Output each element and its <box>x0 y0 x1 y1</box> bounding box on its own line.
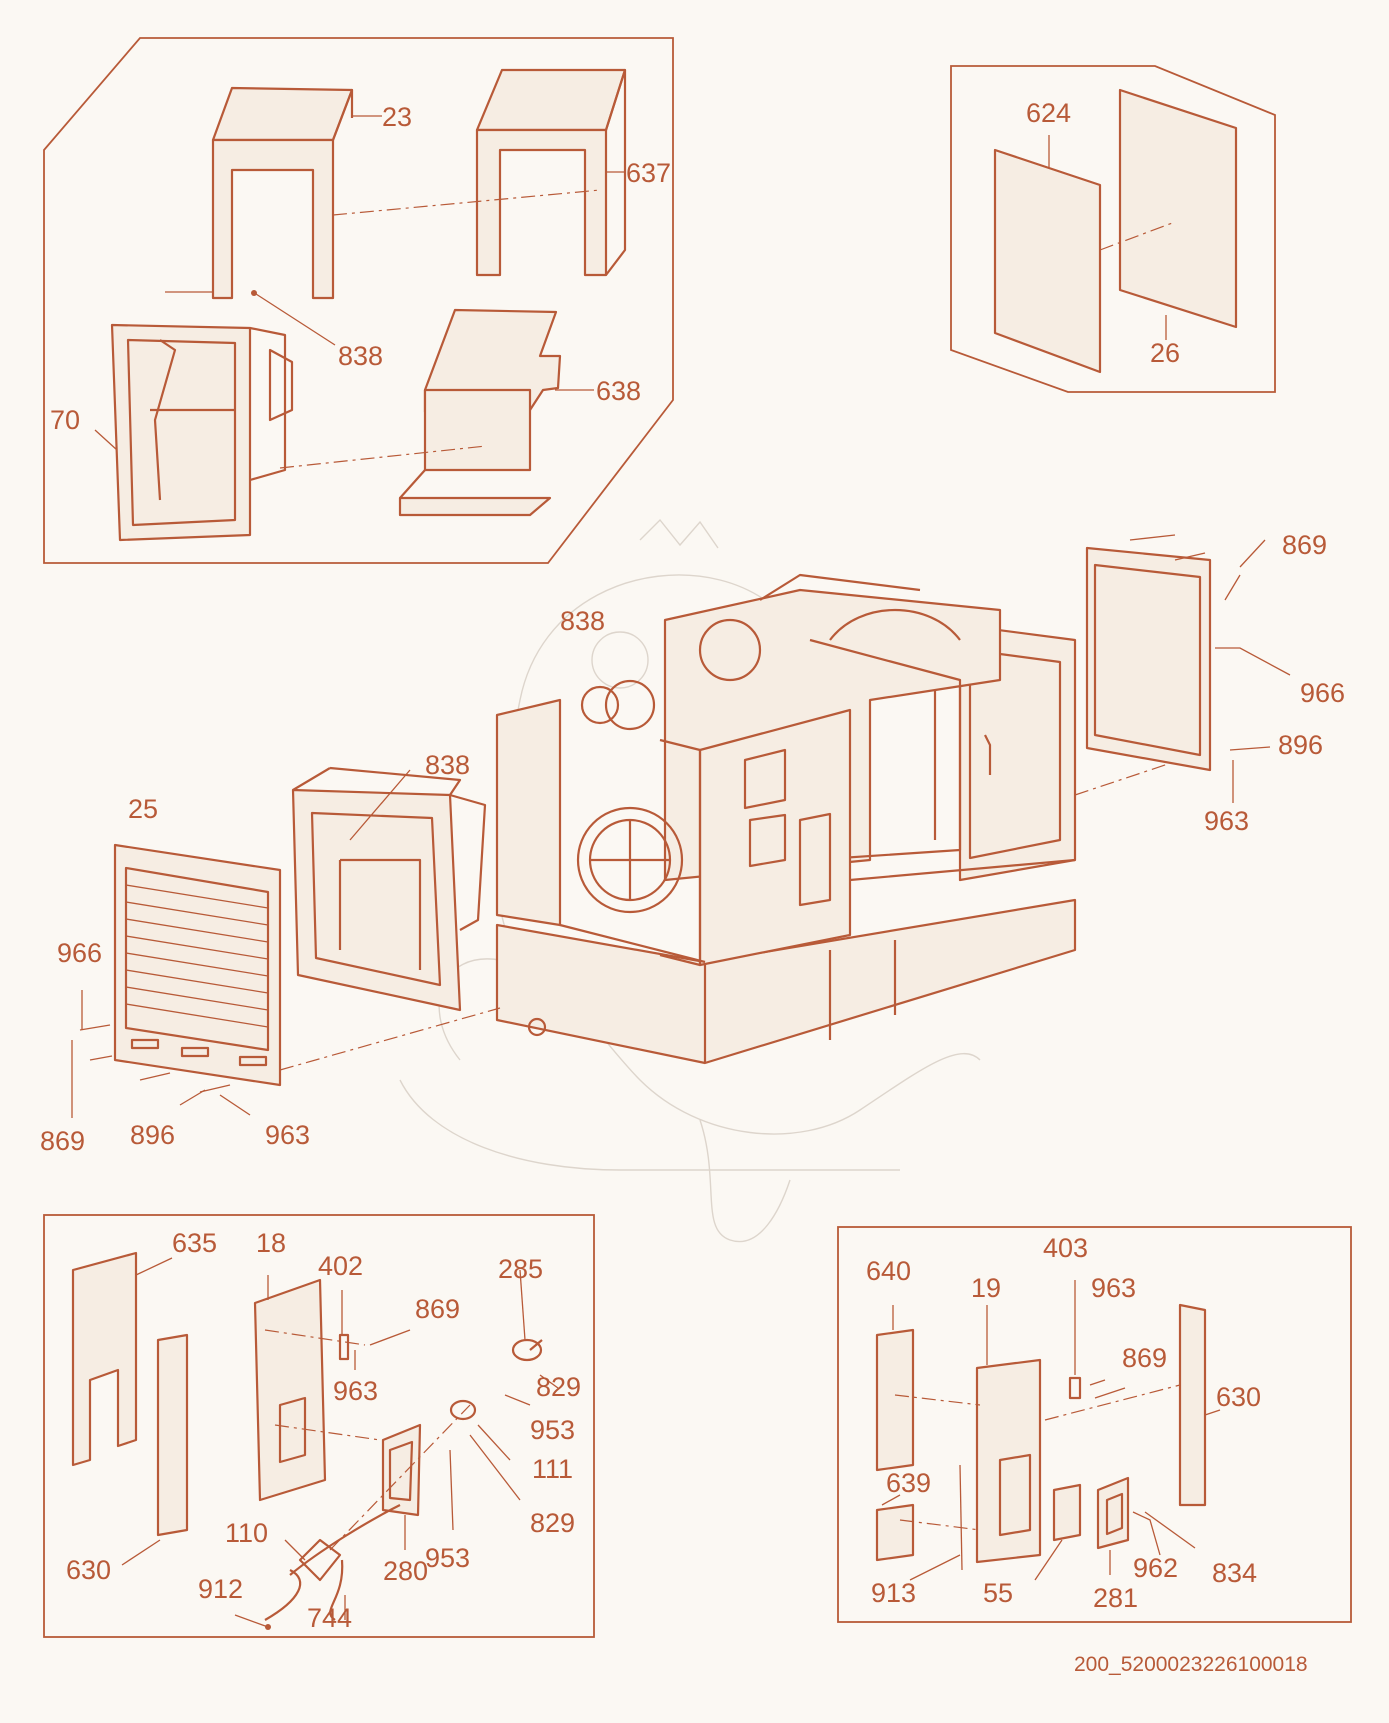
callout-963-left: 963 <box>265 1120 311 1150</box>
callout-838-top: 838 <box>338 341 384 371</box>
callout-838-mid: 838 <box>560 606 606 636</box>
callout-834: 834 <box>1212 1558 1258 1588</box>
inset-bottom-right <box>837 1226 1352 1623</box>
callout-640: 640 <box>866 1256 912 1286</box>
generator-assembly <box>495 573 1181 1065</box>
frame-838 <box>291 539 1266 1012</box>
callout-70: 70 <box>50 405 81 435</box>
callout-635: 635 <box>172 1228 218 1258</box>
callout-838-frame: 838 <box>425 750 471 780</box>
callout-25: 25 <box>128 794 159 824</box>
callout-829-lower: 829 <box>530 1508 576 1538</box>
callout-869-bl: 869 <box>415 1294 461 1324</box>
callout-962: 962 <box>1133 1553 1179 1583</box>
callout-869-right: 869 <box>1282 530 1328 560</box>
inset-bottom-left <box>43 1214 595 1638</box>
callout-55: 55 <box>983 1578 1014 1608</box>
callout-403: 403 <box>1043 1233 1089 1263</box>
callout-402: 402 <box>318 1251 364 1281</box>
callout-896-right: 896 <box>1278 730 1324 760</box>
callout-285: 285 <box>498 1254 544 1284</box>
callout-111: 111 <box>532 1454 574 1484</box>
callout-966-left: 966 <box>57 938 103 968</box>
panel-right-back <box>1085 534 1291 803</box>
inset-top-left <box>43 37 674 564</box>
callout-630-right: 630 <box>1216 1382 1262 1412</box>
callout-280: 280 <box>383 1556 429 1586</box>
callout-869-left: 869 <box>40 1126 86 1156</box>
callout-26: 26 <box>1150 338 1181 368</box>
callout-829-upper: 829 <box>536 1372 582 1402</box>
callout-630-left: 630 <box>66 1555 112 1585</box>
callout-23: 23 <box>382 102 413 132</box>
callout-18: 18 <box>256 1228 287 1258</box>
callout-869-br: 869 <box>1122 1343 1168 1373</box>
callout-281: 281 <box>1093 1583 1139 1613</box>
callout-896-left: 896 <box>130 1120 176 1150</box>
callout-624: 624 <box>1026 98 1072 128</box>
callout-639: 639 <box>886 1468 932 1498</box>
callout-637: 637 <box>626 158 672 188</box>
panel-25 <box>71 843 501 1118</box>
callout-963-br: 963 <box>1091 1273 1137 1303</box>
callout-19: 19 <box>971 1273 1002 1303</box>
callout-638: 638 <box>596 376 642 406</box>
callout-953-upper: 953 <box>530 1415 576 1445</box>
callout-744: 744 <box>307 1603 353 1633</box>
callout-110: 110 <box>225 1518 269 1548</box>
callout-913: 913 <box>871 1578 917 1608</box>
callout-953-lower: 953 <box>425 1543 471 1573</box>
inset-top-right <box>950 65 1276 393</box>
drawing-code: 200_5200023226100018 <box>1074 1653 1308 1676</box>
callout-963-bl: 963 <box>333 1376 379 1406</box>
callout-963-right: 963 <box>1204 806 1250 836</box>
callout-912: 912 <box>198 1574 244 1604</box>
callout-966-right: 966 <box>1300 678 1346 708</box>
